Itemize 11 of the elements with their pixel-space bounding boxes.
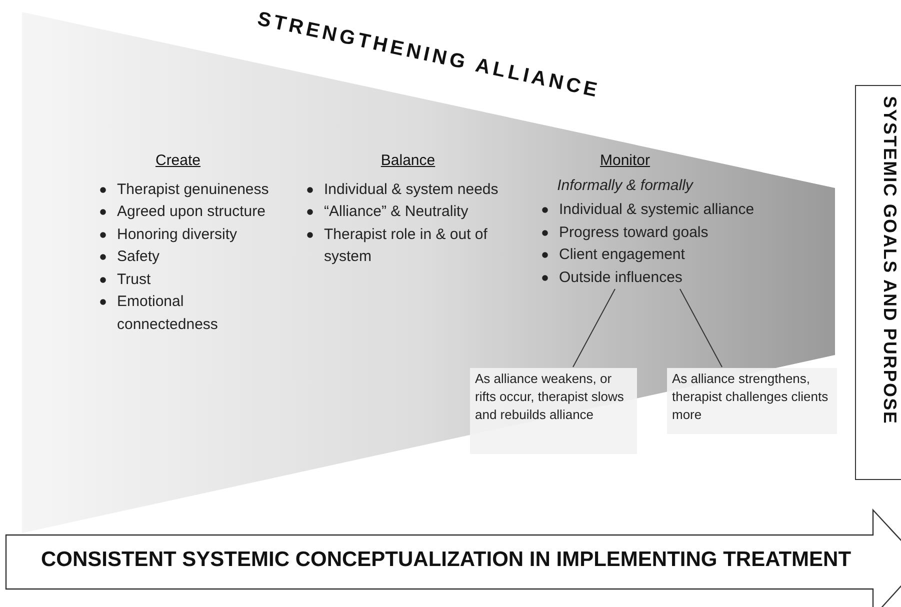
leader-line — [572, 288, 616, 368]
column-heading: Monitor — [598, 151, 652, 171]
column-heading: Balance — [380, 151, 436, 171]
arrow-label: CONSISTENT SYSTEMIC CONCEPTUALIZATION IN IMPLEMENTING TREATMENT — [40, 548, 852, 572]
leader-line — [680, 288, 722, 368]
callout-box: As alliance strengthens, therapist challenges clients more — [667, 368, 837, 434]
goal-box — [855, 85, 901, 480]
column-heading: Create — [154, 151, 202, 171]
process-arrow — [6, 508, 901, 607]
goal-label: SYSTEMIC GOALS AND PURPOSE — [879, 96, 900, 425]
column-subtitle: Informally & formally — [556, 176, 694, 196]
